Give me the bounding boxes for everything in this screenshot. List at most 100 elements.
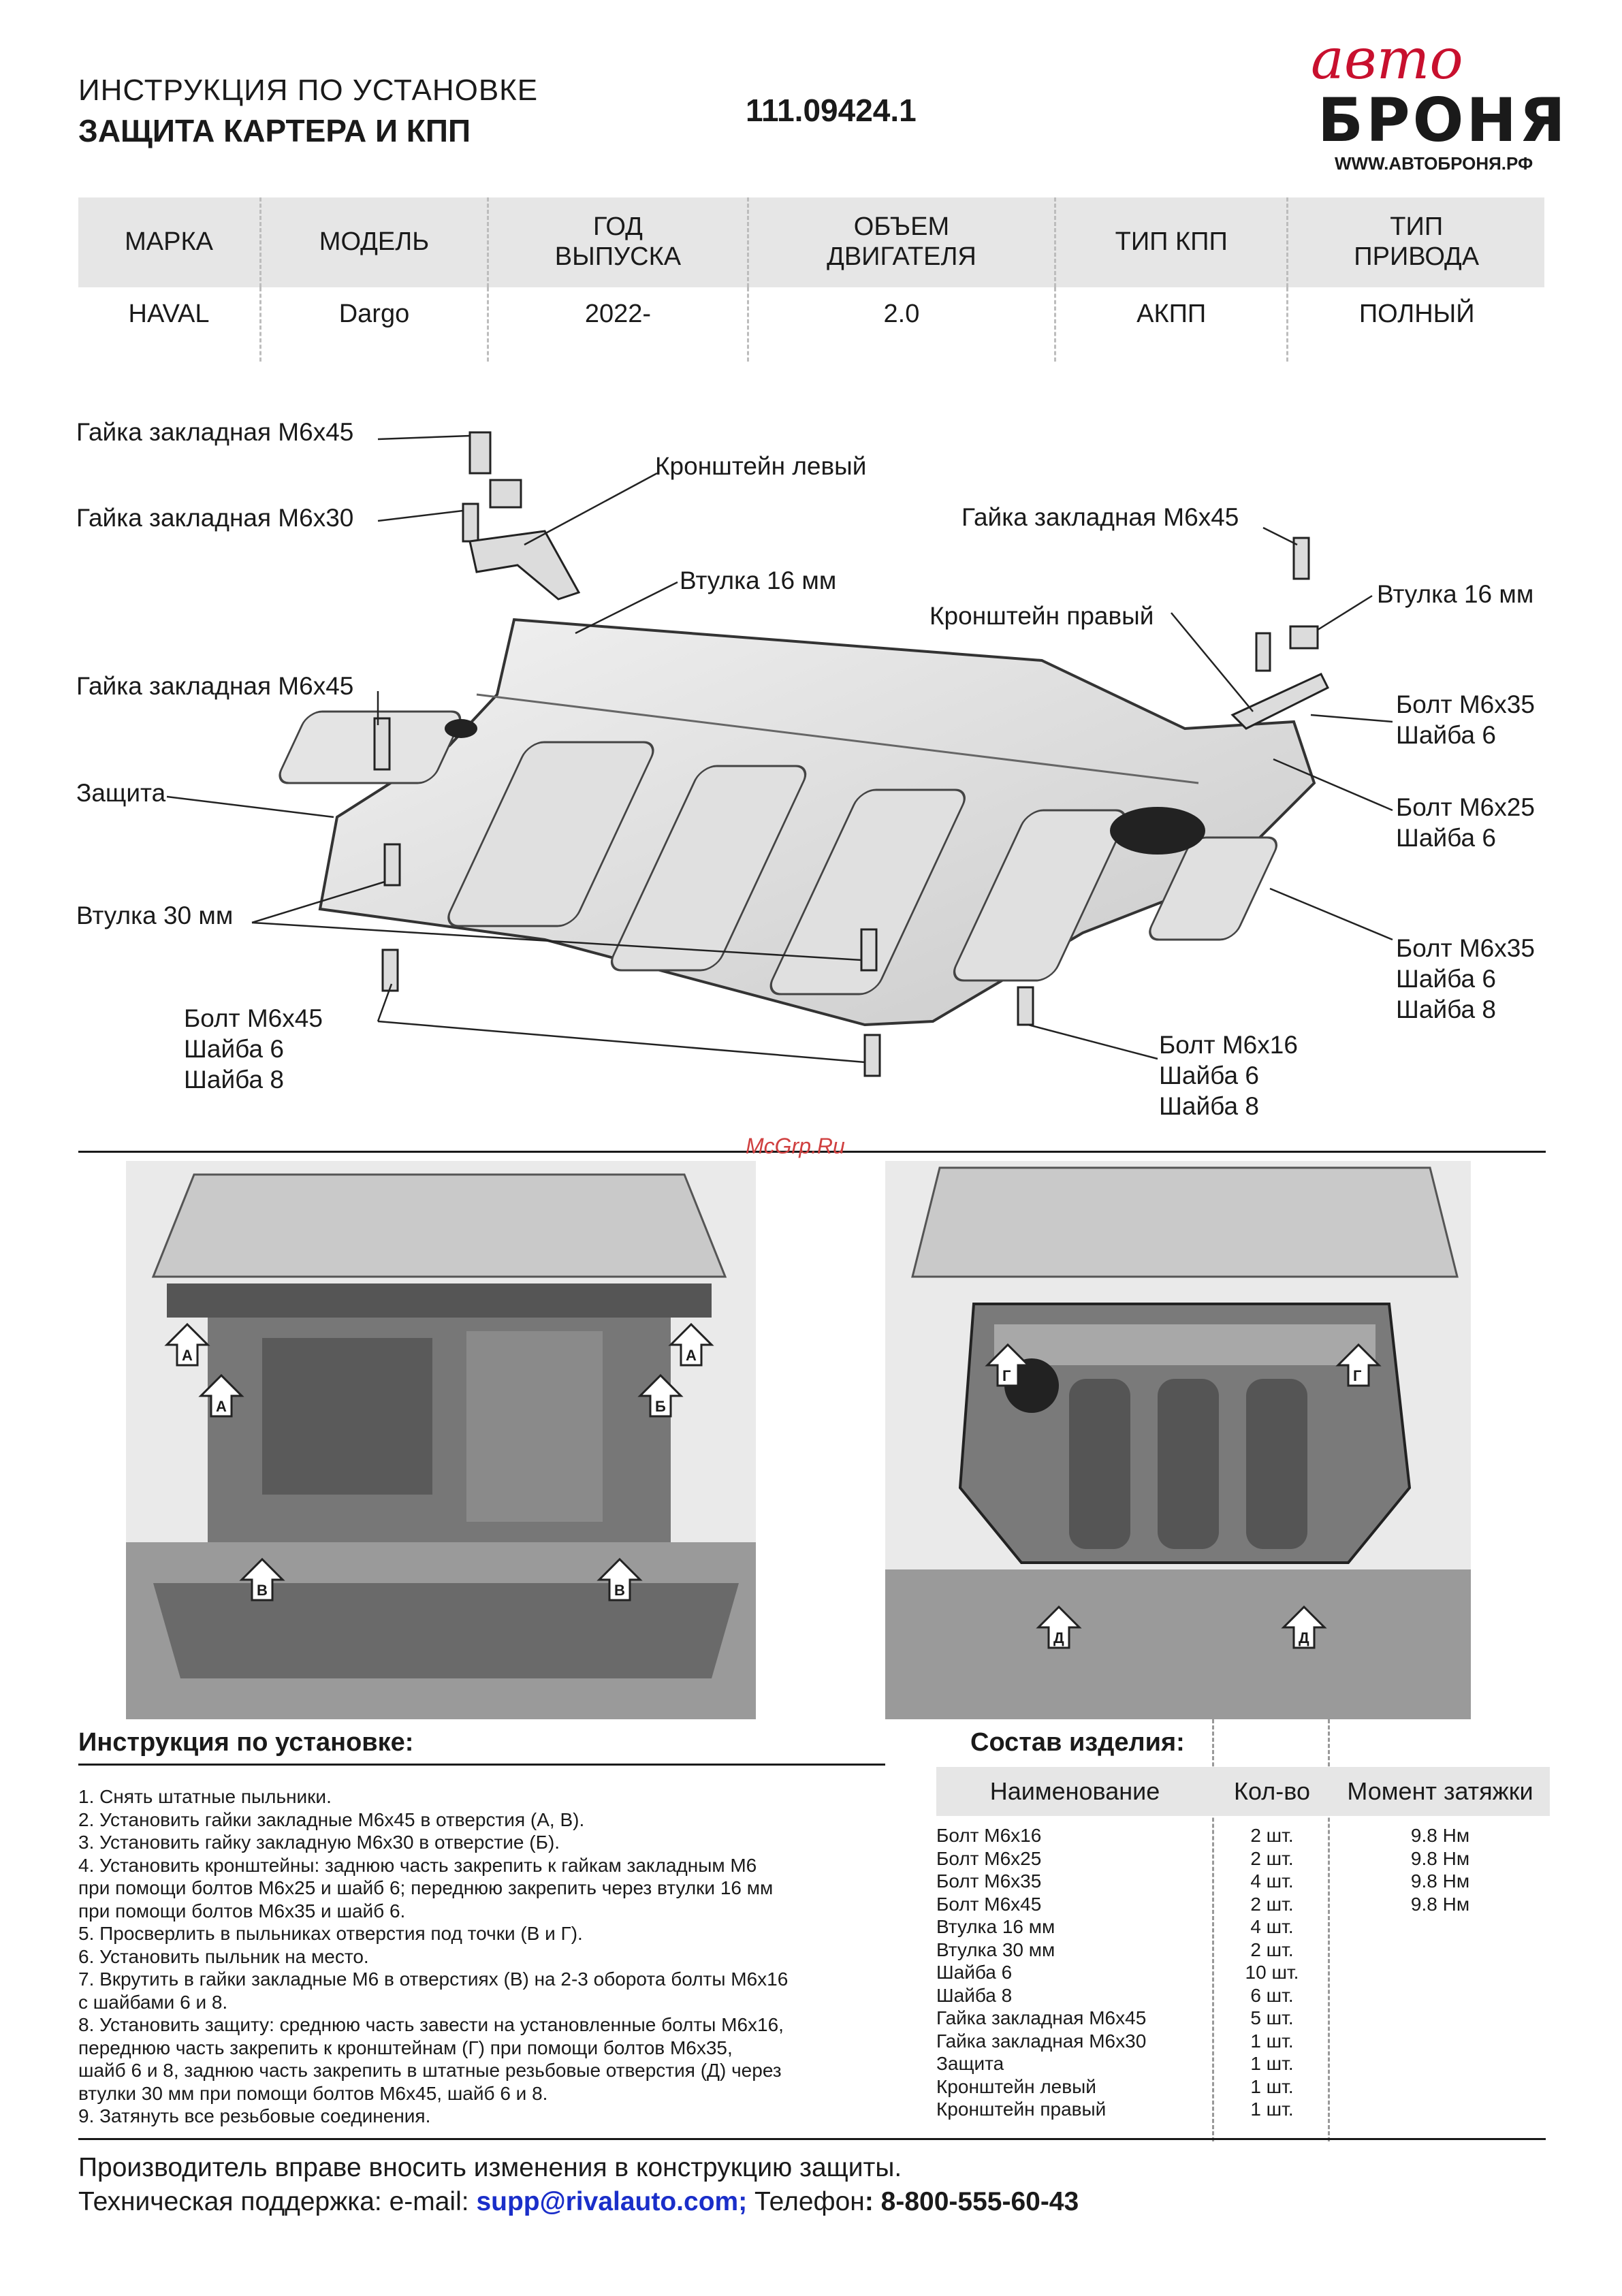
- spec-value-year: 2022-: [486, 287, 748, 362]
- callout-bolt-m6x45: Болт М6х45 Шайба 6 Шайба 8: [184, 1004, 323, 1094]
- spec-value-row: HAVAL Dargo 2022- 2.0 АКПП ПОЛНЫЙ: [78, 287, 1545, 362]
- marker-A-2: А: [216, 1398, 227, 1415]
- marker-A-1: А: [182, 1347, 193, 1364]
- callout-bushing16-right: Втулка 16 мм: [1377, 580, 1534, 608]
- callout-bushing16-left: Втулка 16 мм: [680, 567, 837, 594]
- doc-number: 111.09424.1: [746, 93, 917, 128]
- spec-header-gearbox: ТИП КПП: [1053, 197, 1288, 287]
- instruction-line: при помощи болтов М6х35 и шайб 6.: [78, 1900, 406, 1922]
- instructions-list: 1. Снять штатные пыльники. 2. Установить…: [78, 1785, 895, 2128]
- composition-divider-1: [1212, 1719, 1214, 2141]
- vehicle-underside-photo-left: А А А Б В В: [126, 1161, 756, 1719]
- callout-bolt-m6x35-b: Болт М6х35 Шайба 6 Шайба 8: [1396, 934, 1535, 1023]
- marker-V-1: В: [257, 1582, 268, 1599]
- spec-value-make: HAVAL: [128, 300, 210, 328]
- callout-nut-m6x45-right: Гайка закладная М6х45: [961, 503, 1239, 531]
- spec-value-model: Dargo: [259, 287, 488, 362]
- instruction-line: втулки 30 мм при помощи болтов М6х45, ша…: [78, 2082, 548, 2104]
- callout-bracket-right: Кронштейн правый: [929, 602, 1154, 630]
- instruction-line: переднюю часть закрепить к кронштейнам (…: [78, 2037, 733, 2058]
- guard-plate: [279, 618, 1316, 1027]
- doc-title-line1: ИНСТРУКЦИЯ ПО УСТАНОВКЕ: [78, 74, 539, 107]
- watermark: McGrp.Ru: [746, 1134, 845, 1158]
- spec-header-make: МАРКА: [78, 197, 261, 287]
- instruction-line: 2. Установить гайки закладные М6х45 в от…: [78, 1808, 585, 1830]
- composition-header-name: Наименование: [936, 1767, 1213, 1816]
- instruction-line: 8. Установить защиту: среднюю часть заве…: [78, 2014, 784, 2035]
- brand-logo: авто БРОНЯ WWW.АВТОБРОНЯ.РФ: [1297, 27, 1565, 184]
- instruction-line: 4. Установить кронштейны: заднюю часть з…: [78, 1854, 757, 1876]
- callout-nut-m6x30: Гайка закладная М6х30: [76, 504, 354, 532]
- marker-D-2: Д: [1299, 1629, 1309, 1646]
- instruction-line: 1. Снять штатные пыльники.: [78, 1786, 332, 1807]
- instruction-line: 7. Вкрутить в гайки закладные М6 в отвер…: [78, 1968, 789, 1990]
- callout-bolt-m6x25: Болт М6х25 Шайба 6: [1396, 793, 1535, 852]
- instruction-line: 6. Установить пыльник на место.: [78, 1945, 369, 1967]
- composition-table: Наименование Кол-во Момент затяжки Болт …: [936, 1767, 1550, 2121]
- marker-V-2: В: [614, 1582, 625, 1599]
- marker-G-2: Г: [1353, 1367, 1362, 1384]
- composition-header-torque: Момент затяжки: [1331, 1767, 1550, 1816]
- spec-header-model: МОДЕЛЬ: [259, 197, 489, 287]
- instruction-line: 9. Затянуть все резьбовые соединения.: [78, 2105, 431, 2126]
- logo-script-text: авто: [1311, 27, 1463, 92]
- callout-bolt-m6x16: Болт М6х16 Шайба 6 Шайба 8: [1159, 1031, 1298, 1120]
- callout-nut-m6x45-top: Гайка закладная М6х45: [76, 418, 354, 446]
- support-email-link[interactable]: supp@rivalauto.com: [476, 2187, 739, 2216]
- instructions-rule: [78, 1764, 885, 1766]
- instruction-line: с шайбами 6 и 8.: [78, 1991, 228, 2013]
- composition-header-row: Наименование Кол-во Момент затяжки: [936, 1767, 1550, 1816]
- instruction-line: 3. Установить гайку закладную М6х30 в от…: [78, 1832, 560, 1853]
- logo-url: WWW.АВТОБРОНЯ.РФ: [1335, 153, 1533, 174]
- footer-divider: [78, 2138, 1546, 2140]
- section-divider: [78, 1151, 1546, 1153]
- leader-lines: [166, 434, 1393, 1064]
- support-label: Техническая поддержка: e-mail:: [78, 2187, 477, 2216]
- marker-A-3: А: [686, 1347, 697, 1364]
- callout-bushing30: Втулка 30 мм: [76, 902, 234, 929]
- footer-disclaimer: Производитель вправе вносить изменения в…: [78, 2153, 902, 2182]
- instruction-line: шайб 6 и 8, заднюю часть закрепить в шта…: [78, 2060, 782, 2081]
- marker-G-1: Г: [1002, 1367, 1011, 1384]
- callout-guard: Защита: [76, 779, 166, 807]
- instruction-line: 5. Просверлить в пыльниках отверстия под…: [78, 1923, 583, 1944]
- logo-main-text: БРОНЯ: [1318, 85, 1568, 155]
- doc-title-line2: ЗАЩИТА КАРТЕРА И КПП: [78, 113, 471, 148]
- marker-D-1: Д: [1053, 1629, 1064, 1646]
- footer-support: Техническая поддержка: e-mail: supp@riva…: [78, 2187, 1079, 2217]
- composition-title: Состав изделия:: [970, 1728, 1185, 1757]
- fastener-parts: [373, 431, 1330, 1077]
- callout-nut-m6x45-left: Гайка закладная М6х45: [76, 672, 354, 700]
- composition-divider-2: [1328, 1719, 1330, 2141]
- vehicle-underside-photo-right: Г Г Д Д: [885, 1161, 1471, 1719]
- callout-bolt-m6x35-a: Болт М6х35 Шайба 6: [1396, 690, 1535, 749]
- instruction-line: при помощи болтов М6х25 и шайб 6; передн…: [78, 1877, 774, 1898]
- support-phone: : 8-800-555-60-43: [864, 2187, 1079, 2216]
- spec-value-engine: 2.0: [746, 287, 1055, 362]
- marker-B-soft: Б: [655, 1398, 666, 1415]
- exploded-assembly-diagram: [166, 431, 1393, 1077]
- instructions-title: Инструкция по установке:: [78, 1728, 414, 1757]
- phone-label: Телефон: [747, 2187, 865, 2216]
- email-separator: ;: [738, 2187, 748, 2216]
- callout-bracket-left: Кронштейн левый: [655, 452, 867, 480]
- composition-header-qty: Кол-во: [1213, 1767, 1331, 1816]
